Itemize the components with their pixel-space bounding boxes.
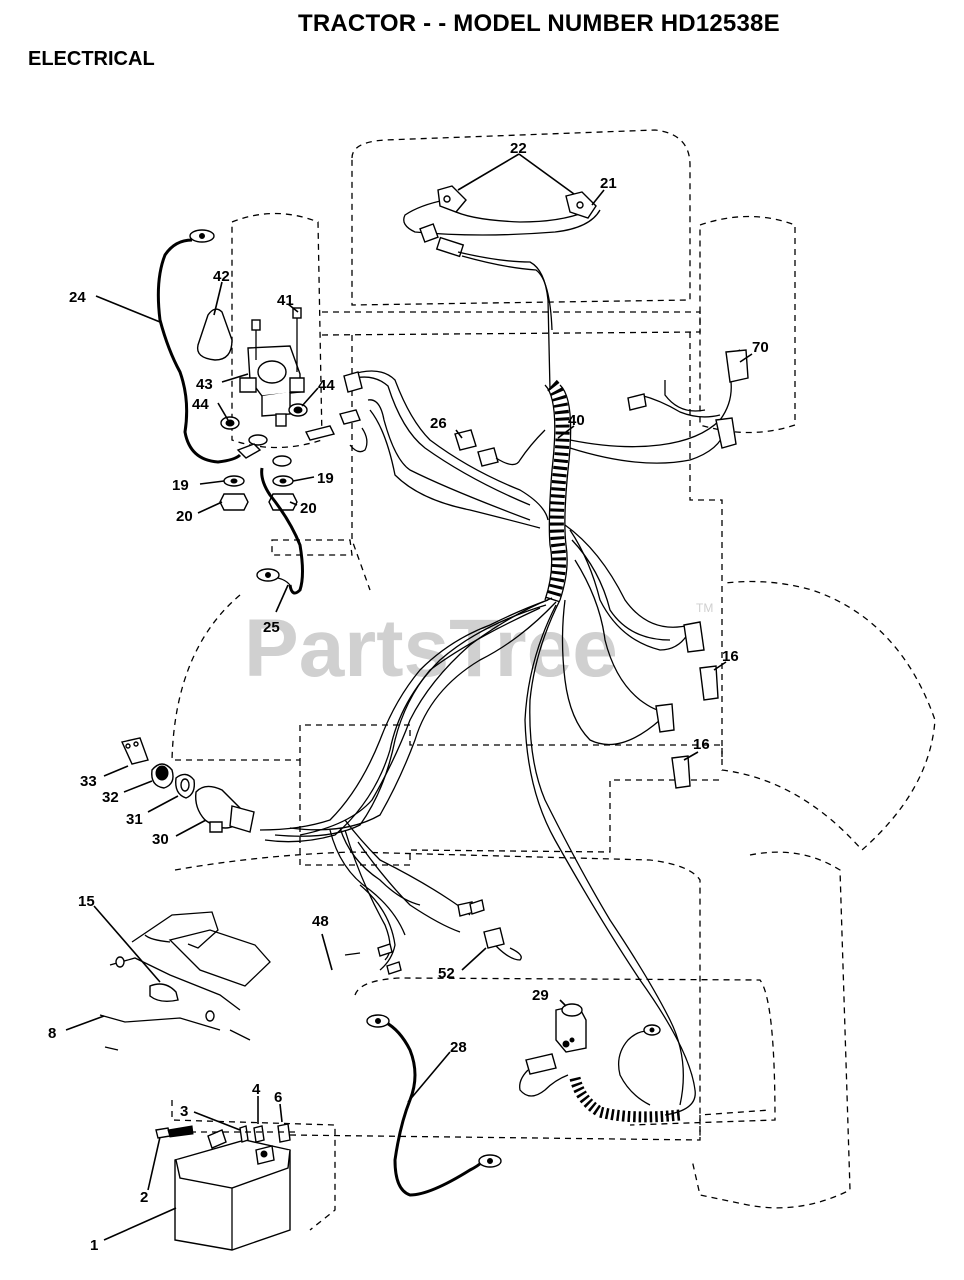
connector-70-a	[725, 349, 749, 383]
callout-3: 3	[180, 1103, 188, 1120]
fuel-solenoid-icon	[519, 1003, 587, 1097]
sensor-52	[483, 927, 522, 961]
callout-8: 8	[48, 1025, 56, 1042]
callout-6: 6	[274, 1089, 282, 1106]
rear-right-wheel-outline	[691, 851, 851, 1209]
callout-20-right: 20	[300, 500, 317, 517]
watermark-text: PartsTree	[244, 603, 618, 694]
frame-right-outline	[689, 332, 723, 760]
front-right-wheel-outline	[699, 215, 796, 434]
tractor-outline	[171, 129, 936, 1231]
callout-19-right: 19	[317, 470, 334, 487]
callout-19-left: 19	[172, 477, 189, 494]
battery-icon	[174, 1129, 291, 1251]
ground-cable-28	[366, 1014, 502, 1197]
hood-outline	[351, 129, 691, 306]
leader-lines	[65, 153, 753, 1241]
callout-16-lower: 16	[693, 736, 710, 753]
callout-33: 33	[80, 773, 97, 790]
seat-switch-harness	[569, 349, 749, 464]
interlock-switches	[655, 621, 719, 789]
connector-70-b	[715, 417, 737, 449]
callout-4: 4	[252, 1081, 261, 1098]
bolts-41	[251, 307, 302, 372]
watermark-trademark: TM	[696, 601, 713, 615]
terminal-boot-42	[196, 308, 233, 361]
bolt-2	[155, 1127, 171, 1139]
callout-41: 41	[277, 292, 294, 309]
callout-25: 25	[263, 619, 280, 636]
washer-4	[253, 1125, 265, 1143]
rear-left-wheel-outline	[171, 1100, 336, 1231]
battery-cable-24	[156, 229, 262, 464]
callout-31: 31	[126, 811, 143, 828]
callout-24: 24	[69, 289, 86, 306]
headlight-harness	[403, 185, 601, 391]
rear-axle-outline	[289, 1109, 771, 1141]
callout-16-upper: 16	[722, 648, 739, 665]
callout-1: 1	[90, 1237, 98, 1254]
callout-32: 32	[102, 789, 119, 806]
callout-28: 28	[450, 1039, 467, 1056]
headlight-left	[437, 185, 467, 213]
bracket-assembly	[99, 911, 271, 1051]
connectors-26	[454, 429, 546, 467]
ignition-switch-icon	[121, 737, 255, 833]
washers-19	[223, 434, 294, 487]
callout-2: 2	[140, 1189, 148, 1206]
coiled-lead	[569, 1024, 681, 1123]
frame-left-outline	[351, 335, 371, 591]
seat-outline	[354, 977, 776, 1126]
main-harness	[259, 370, 696, 1116]
callout-40: 40	[568, 412, 585, 429]
panel-outline	[271, 539, 353, 556]
callout-70: 70	[752, 339, 769, 356]
starter-solenoid-icon	[239, 345, 305, 427]
cable-25	[256, 467, 304, 595]
page-title: TRACTOR - - MODEL NUMBER HD12538E	[298, 10, 780, 37]
callout-21: 21	[600, 175, 617, 192]
nuts-20	[219, 493, 298, 511]
callout-29: 29	[532, 987, 549, 1004]
mower-deck-outline	[171, 580, 936, 851]
solenoid-leads	[304, 371, 368, 453]
section-title: ELECTRICAL	[28, 48, 155, 70]
callout-48: 48	[312, 913, 329, 930]
connectors-48	[344, 899, 485, 975]
callout-30: 30	[152, 831, 169, 848]
seat-platform-outline	[174, 851, 701, 1140]
hardware-44	[220, 403, 308, 430]
callout-22: 22	[510, 140, 527, 157]
callout-15: 15	[78, 893, 95, 910]
battery-hardware	[155, 1123, 300, 1143]
callout-43: 43	[196, 376, 213, 393]
switch-16-lower	[671, 755, 691, 789]
callout-52: 52	[438, 965, 455, 982]
callout-44-left: 44	[192, 396, 209, 413]
callout-numbers: 22 21 42 24 41 70 43 44 44 40 26 19 19 2…	[48, 140, 769, 1254]
watermark: PartsTree TM	[244, 601, 713, 694]
footrest-outline	[299, 760, 722, 866]
callout-20-left: 20	[176, 508, 193, 525]
washer-3	[239, 1125, 249, 1143]
switch-30	[195, 785, 241, 829]
nut-6	[277, 1123, 291, 1143]
harness-conduit	[544, 379, 572, 603]
switch-16-upper	[699, 665, 719, 701]
callout-44-right: 44	[318, 377, 335, 394]
callout-42: 42	[213, 268, 230, 285]
callout-26: 26	[430, 415, 447, 432]
front-axle-outline	[321, 311, 701, 336]
